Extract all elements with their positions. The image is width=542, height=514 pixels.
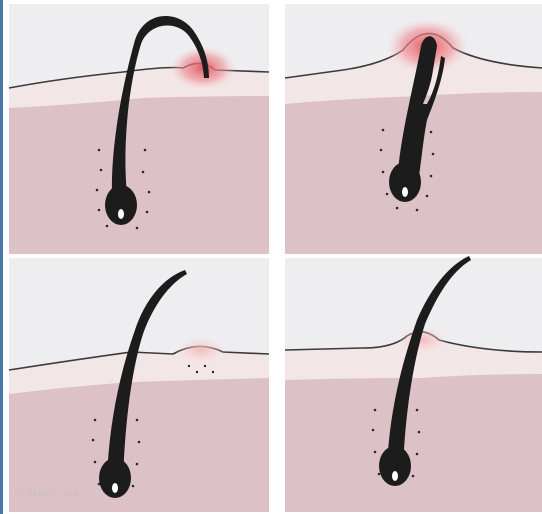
panel-top-left: [9, 4, 269, 254]
hair-follicle-diagram: [3, 0, 542, 514]
watermark-text: © Morstock: [15, 488, 81, 500]
panel-bottom-right: [285, 256, 542, 512]
panel-top-right: [285, 4, 542, 254]
panel-bottom-left: [9, 258, 269, 512]
healing-bump: [175, 336, 227, 364]
